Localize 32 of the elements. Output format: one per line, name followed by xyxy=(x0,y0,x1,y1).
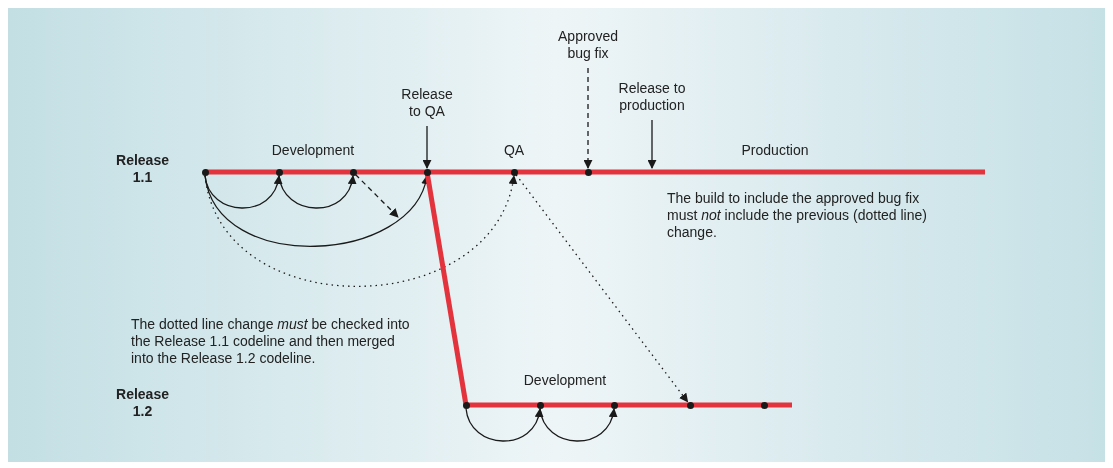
arrow xyxy=(278,174,356,209)
release-name: Release 1.2 xyxy=(115,386,170,420)
note-text: The build to include the approved bug fix must not include the previous (dotted line) change. xyxy=(667,190,928,241)
arrow xyxy=(539,407,617,442)
phase-label: Development xyxy=(270,142,356,159)
release-name: Release 1.1 xyxy=(115,152,170,186)
event-label: Release to QA xyxy=(396,86,458,120)
commit-dot xyxy=(462,401,470,409)
commit-dot xyxy=(686,401,694,409)
commit-dot xyxy=(760,401,768,409)
commit-dot xyxy=(349,168,357,176)
phase-label: QA xyxy=(502,142,526,159)
commit-dot xyxy=(423,168,431,176)
arrow xyxy=(465,407,543,442)
commit-dot xyxy=(610,401,618,409)
event-label: Release to production xyxy=(607,80,697,114)
commit-dot xyxy=(536,401,544,409)
commit-dot xyxy=(201,168,209,176)
arrow xyxy=(422,125,432,169)
event-label: Approved bug fix xyxy=(552,28,624,62)
dashed-arrow xyxy=(583,67,593,169)
commit-dot xyxy=(510,168,518,176)
note-text: The dotted line change must be checked into the Release 1.1 codeline and then merged into the Release 1.2 codeline. xyxy=(131,316,411,367)
phase-label: Production xyxy=(740,142,810,159)
phase-label: Development xyxy=(522,372,608,389)
commit-dot xyxy=(584,168,592,176)
dotted-arrow xyxy=(204,174,517,288)
arrow xyxy=(204,174,429,247)
commit-dot xyxy=(275,168,283,176)
arrow xyxy=(647,119,657,169)
arrow xyxy=(204,174,282,209)
dashed-arrow xyxy=(354,173,399,218)
